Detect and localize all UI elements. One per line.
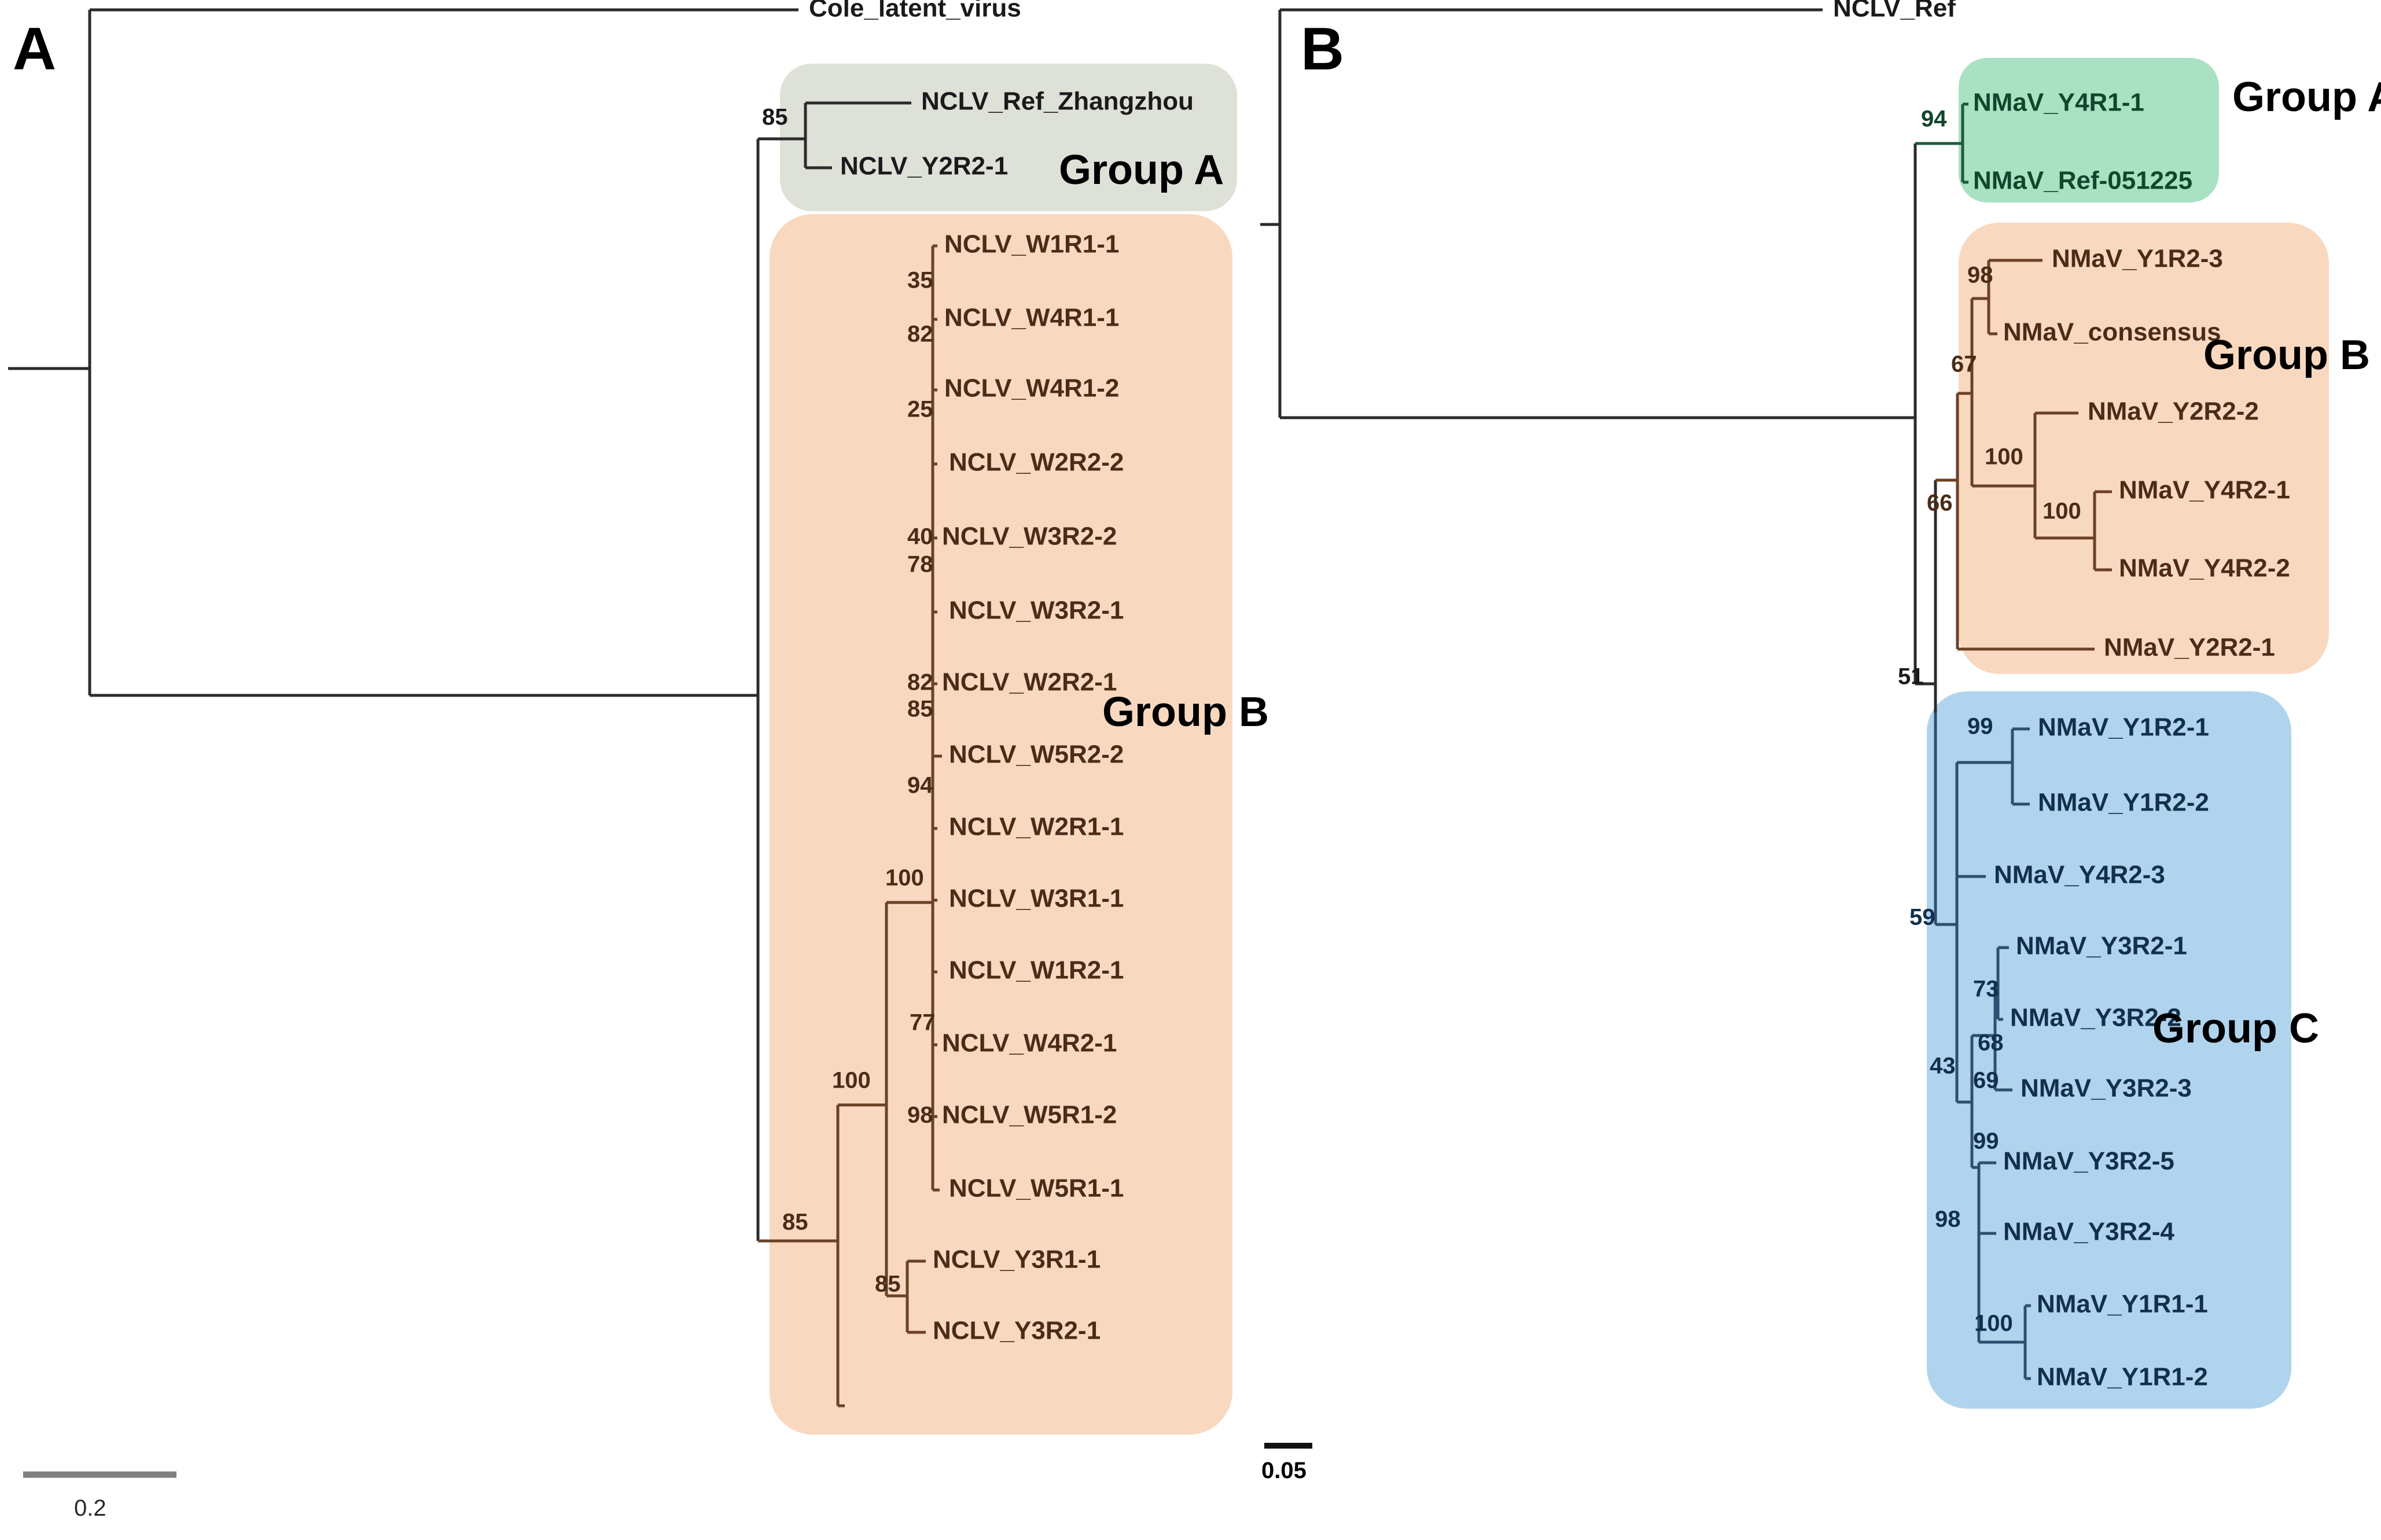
panel-a-support-78: 78 [907, 552, 933, 577]
panel-b-tip-nmav-y3r2-4: NMaV_Y3R2-4 [2003, 1218, 2174, 1246]
panel-b-support-99-lower: 99 [1973, 1129, 1999, 1154]
panel-b-tip-nmav-y4r2-1: NMaV_Y4R2-1 [2119, 476, 2290, 504]
panel-b-group-c-label: Group C [2152, 1005, 2319, 1052]
panel-a-tip-nclv-w4r1-2: NCLV_W4R1-2 [944, 374, 1119, 403]
panel-b-support-94: 94 [1921, 106, 1947, 132]
panel-b-tip-nmav-consensus: NMaV_consensus [2003, 318, 2221, 347]
panel-b-tip-nmav-y1r1-1: NMaV_Y1R1-1 [2037, 1290, 2208, 1318]
panel-a-tip-nclv-w5r2-2: NCLV_W5R2-2 [949, 740, 1124, 769]
panel-b-group-b-label: Group B [2203, 332, 2370, 378]
panel-b-tip-nmav-y4r2-3: NMaV_Y4R2-3 [1994, 861, 2165, 889]
panel-b-support-73: 73 [1973, 977, 1999, 1002]
panel-a-tip-nclv-w2r2-1: NCLV_W2R2-1 [942, 668, 1117, 697]
panel-a-group-a-label: Group A [1059, 147, 1224, 193]
panel-a-support-77: 77 [910, 1010, 936, 1036]
panel-a-support-35: 35 [907, 268, 933, 293]
panel-a-tip-nclv-w1r2-1: NCLV_W1R2-1 [949, 956, 1124, 985]
panel-a-tip-nclv-w3r1-1: NCLV_W3R1-1 [949, 885, 1124, 913]
panel-b-support-98-c: 98 [1935, 1207, 1961, 1232]
panel-b-tip-nmav-y1r2-3: NMaV_Y1R2-3 [2052, 245, 2223, 273]
panel-a-support-99: 85 [782, 1210, 808, 1235]
panel-a-support-25: 25 [907, 397, 933, 422]
panel-a-tip-ncl-ref-zhangzhou: NCLV_Ref_Zhangzhou [921, 87, 1194, 116]
panel-b-support-100-c: 100 [1974, 1311, 2013, 1336]
panel-b-support-100-b2: 100 [2043, 499, 2081, 524]
panel-a-tip-nclv-w2r1-1: NCLV_W2R1-1 [949, 813, 1124, 841]
panel-a-support-100-lower: 100 [832, 1068, 871, 1093]
panel-b-support-99-c: 99 [1967, 714, 1993, 739]
panel-a-support-85-b: 85 [907, 697, 933, 722]
panel-a-support-82-a: 82 [907, 322, 933, 347]
panel-b-support-69: 69 [1973, 1068, 1999, 1093]
panel-b-tip-nmav-y3r2-2: NMaV_Y3R2-2 [2010, 1004, 2181, 1032]
panel-b-scale-label: 0.05 [1261, 1458, 1307, 1483]
panel-b-tip-nmav-y1r2-2: NMaV_Y1R2-2 [2038, 789, 2209, 817]
panel-a-tip-nclv-w5r1-1: NCLV_W5R1-1 [949, 1174, 1124, 1203]
panel-b-tip-nmav-ref-051225: NMaV_Ref-051225 [1973, 167, 2192, 195]
panel-a-support-82-b: 82 [907, 670, 933, 695]
panel-b-support-59: 59 [1909, 905, 1935, 930]
panel-a-tip-nclv-w4r2-1: NCLV_W4R2-1 [942, 1029, 1117, 1058]
panel-b-tip-nmav-y2r2-1: NMaV_Y2R2-1 [2104, 633, 2275, 662]
panel-b-group-b-box [1959, 223, 2329, 674]
panel-b-letter: B [1301, 16, 1344, 83]
panel-b-support-68: 68 [1978, 1030, 2004, 1056]
panel-a: A Cole_latent_virus 85 NCLV_Ref_Zhangzho… [8, 0, 1269, 1521]
panel-b-tip-nmav-y1r1-2: NMaV_Y1R1-2 [2037, 1363, 2208, 1391]
panel-b-tip-nmav-y3r2-3: NMaV_Y3R2-3 [2021, 1074, 2192, 1103]
panel-a-group-b-label: Group B [1102, 689, 1269, 735]
panel-a-tip-nclv-w4r1-1: NCLV_W4R1-1 [944, 304, 1119, 332]
panel-b-support-66: 66 [1927, 491, 1953, 516]
panel-a-tip-nclv-w3r2-2: NCLV_W3R2-2 [942, 522, 1117, 551]
panel-b-tip-nmav-y4r2-2: NMaV_Y4R2-2 [2119, 554, 2290, 583]
panel-a-tip-nclv-w2r2-2: NCLV_W2R2-2 [949, 448, 1124, 477]
panel-a-support-40: 40 [907, 524, 933, 550]
panel-a-support-98: 98 [907, 1103, 933, 1128]
panel-b-support-51: 51 [1898, 664, 1924, 690]
panel-a-tip-nclv-y2r2-1: NCLV_Y2R2-1 [840, 152, 1008, 180]
panel-a-scale-label: 0.2 [74, 1495, 106, 1521]
panel-a-tip-nclv-w3r2-1: NCLV_W3R2-1 [949, 596, 1124, 625]
panel-b-outgroup-label: NCLV_Ref [1833, 0, 1956, 23]
panel-b-tip-nmav-y1r2-1: NMaV_Y1R2-1 [2038, 713, 2209, 742]
panel-b-tip-nmav-y2r2-2: NMaV_Y2R2-2 [2088, 397, 2259, 426]
panel-a-tip-nclv-w5r1-2: NCLV_W5R1-2 [942, 1101, 1117, 1129]
panel-a-tip-nclv-y3r1-1: NCLV_Y3R1-1 [933, 1246, 1101, 1274]
panel-a-tip-nclv-w1r1-1: NCLV_W1R1-1 [944, 230, 1119, 259]
panel-b-tip-nmav-y3r2-5: NMaV_Y3R2-5 [2003, 1147, 2174, 1176]
panel-a-letter: A [13, 16, 56, 83]
panel-a-support-85-y3: 85 [875, 1272, 901, 1297]
panel-b-support-100-b1: 100 [1985, 444, 2023, 470]
panel-b: B NCLV_Ref 94 NMaV_Y4R1-1 NMaV_Ref-05122… [1260, 0, 2381, 1483]
panel-b-group-a-box [1959, 58, 2219, 202]
panel-a-support-100-upper: 100 [885, 865, 924, 891]
panel-b-group-c-box [1927, 691, 2291, 1409]
panel-b-support-98: 98 [1967, 263, 1993, 288]
panel-a-support-85-groupA: 85 [762, 105, 788, 130]
panel-b-support-67: 67 [1951, 352, 1977, 377]
panel-a-group-a-box [780, 64, 1237, 211]
panel-a-support-94: 94 [907, 773, 933, 798]
panel-b-tip-nmav-y3r2-1: NMaV_Y3R2-1 [2016, 932, 2187, 960]
panel-a-tip-nclv-y3r2-1: NCLV_Y3R2-1 [933, 1317, 1101, 1345]
panel-a-outgroup-label: Cole_latent_virus [809, 0, 1021, 23]
panel-b-support-43: 43 [1930, 1053, 1956, 1079]
panel-b-group-a-label: Group A [2232, 74, 2381, 120]
panel-b-tip-nmav-y4r1-1: NMaV_Y4R1-1 [1973, 89, 2144, 117]
